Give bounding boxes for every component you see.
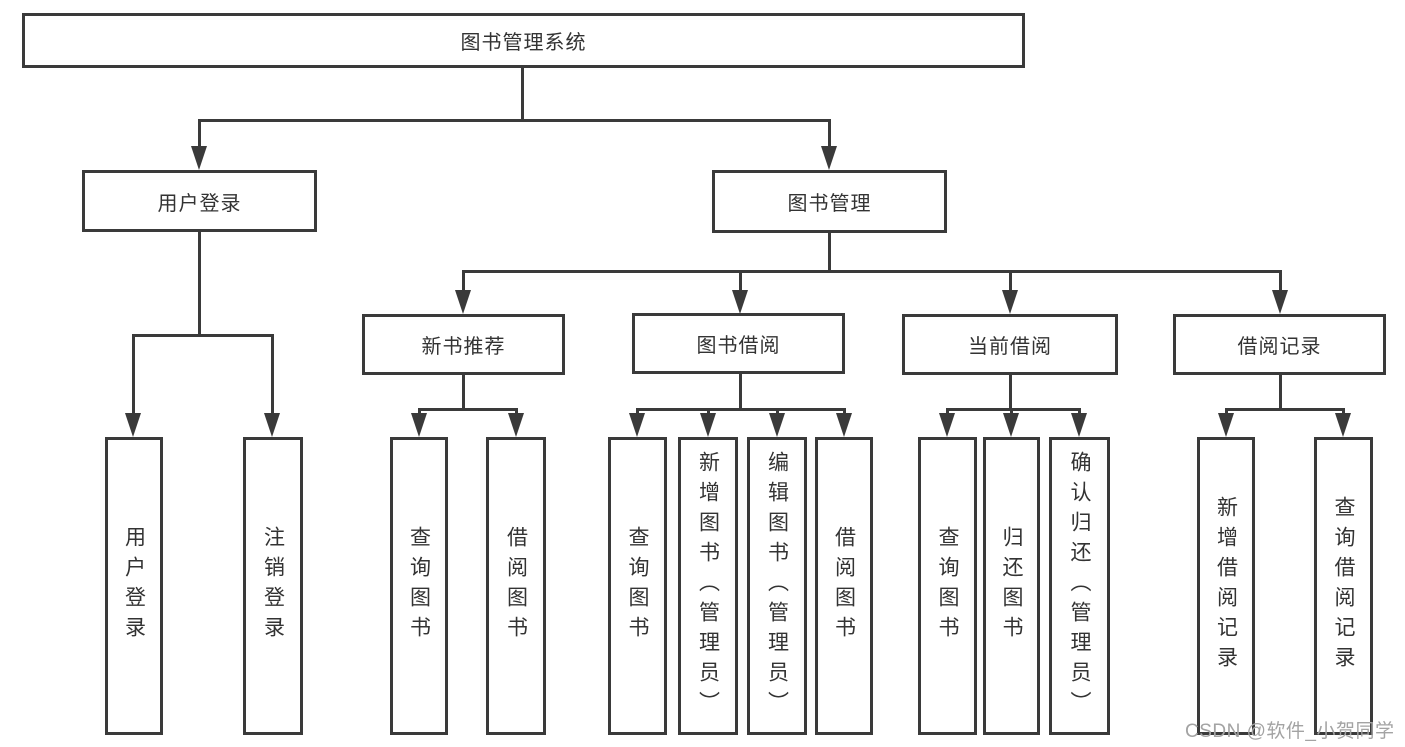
connector-line (828, 233, 831, 273)
arrowhead-down-icon (508, 413, 524, 437)
connector-line (946, 408, 949, 417)
node-label: 图书管理系统 (460, 32, 587, 54)
connector-line (707, 408, 710, 417)
connector-line (1225, 408, 1345, 411)
node-label: 新书推荐 (421, 336, 506, 358)
node-label: 注销登录 (261, 526, 285, 646)
connector-line (1009, 375, 1012, 411)
connector-line (132, 334, 274, 337)
node-label: 用户登录 (157, 192, 242, 215)
node-book-borrowing: 图书借阅 (632, 313, 845, 374)
arrowhead-down-icon (455, 290, 471, 314)
node-book-management-system: 图书管理系统 (22, 13, 1025, 68)
arrowhead-down-icon (732, 290, 748, 314)
arrowhead-down-icon (1335, 413, 1351, 437)
node-label: 查询图书 (936, 526, 959, 646)
node-label: 确认归还（管理员） (1068, 451, 1091, 721)
node-label: 借阅图书 (832, 526, 856, 646)
connector-line (1225, 408, 1228, 417)
arrowhead-down-icon (821, 146, 837, 170)
node-label: 图书借阅 (696, 335, 781, 357)
connector-line (418, 408, 421, 417)
node-label: 借阅记录 (1237, 336, 1322, 358)
node-label: 编辑图书（管理员） (765, 451, 789, 721)
node-borrow-books: 借阅图书 (815, 437, 873, 735)
arrowhead-down-icon (1218, 413, 1234, 437)
connector-line (198, 119, 201, 151)
connector-line (1279, 270, 1282, 294)
node-user-login-group: 用户登录 (82, 170, 317, 232)
arrowhead-down-icon (836, 413, 852, 437)
node-label: 新增借阅记录 (1214, 496, 1238, 676)
arrowhead-down-icon (629, 413, 645, 437)
connector-line (1009, 270, 1012, 294)
node-query-borrow-record: 查询借阅记录 (1314, 437, 1373, 735)
node-add-borrow-record: 新增借阅记录 (1197, 437, 1255, 735)
connector-line (462, 375, 465, 411)
connector-line (1279, 375, 1282, 411)
arrowhead-down-icon (1003, 413, 1019, 437)
connector-line (1342, 408, 1345, 417)
node-label: 查询借阅记录 (1332, 496, 1355, 676)
arrowhead-down-icon (1071, 413, 1087, 437)
csdn-watermark: CSDN @软件_小贺同学 (1185, 721, 1395, 742)
node-label: 用户登录 (122, 526, 146, 646)
arrowhead-down-icon (125, 413, 141, 437)
node-return-books: 归还图书 (983, 437, 1040, 735)
node-label: 查询图书 (626, 526, 649, 646)
connector-line (828, 119, 831, 151)
node-edit-books-admin: 编辑图书（管理员） (747, 437, 807, 735)
node-label: 归还图书 (1000, 526, 1023, 646)
connector-line (418, 408, 518, 411)
node-user-login: 用户登录 (105, 437, 163, 735)
arrowhead-down-icon (1002, 290, 1018, 314)
connector-line (636, 408, 846, 411)
node-add-books-admin: 新增图书（管理员） (678, 437, 738, 735)
node-new-book-recommendation: 新书推荐 (362, 314, 565, 375)
arrowhead-down-icon (700, 413, 716, 437)
connector-line (521, 68, 524, 122)
node-label: 图书管理 (787, 193, 872, 215)
arrowhead-down-icon (939, 413, 955, 437)
arrowhead-down-icon (191, 146, 207, 170)
node-query-books-recommend: 查询图书 (390, 437, 448, 735)
connector-line (776, 408, 779, 417)
arrowhead-down-icon (264, 413, 280, 437)
connector-line (946, 408, 1080, 411)
node-borrowing-records: 借阅记录 (1173, 314, 1386, 375)
node-label: 新增图书（管理员） (696, 451, 720, 721)
connector-line (462, 270, 465, 294)
node-logout: 注销登录 (243, 437, 303, 735)
connector-line (515, 408, 518, 417)
connector-line (843, 408, 846, 417)
connector-line (1010, 408, 1013, 417)
connector-line (636, 408, 639, 417)
arrowhead-down-icon (411, 413, 427, 437)
arrowhead-down-icon (1272, 290, 1288, 314)
node-book-management: 图书管理 (712, 170, 947, 233)
node-query-books-borrowing: 查询图书 (608, 437, 667, 735)
node-confirm-return-admin: 确认归还（管理员） (1049, 437, 1110, 735)
connector-line (739, 374, 742, 411)
node-label: 当前借阅 (968, 336, 1052, 358)
node-borrow-books-recommend: 借阅图书 (486, 437, 546, 735)
connector-line (198, 119, 831, 122)
node-label: 借阅图书 (504, 526, 528, 646)
node-query-books-current: 查询图书 (918, 437, 977, 735)
node-label: 查询图书 (407, 526, 431, 646)
connector-line (132, 334, 135, 416)
connector-line (198, 232, 201, 337)
connector-line (739, 270, 742, 294)
connector-line (1078, 408, 1081, 417)
node-current-borrowing: 当前借阅 (902, 314, 1118, 375)
connector-line (271, 334, 274, 416)
arrowhead-down-icon (769, 413, 785, 437)
connector-line (462, 270, 1282, 273)
